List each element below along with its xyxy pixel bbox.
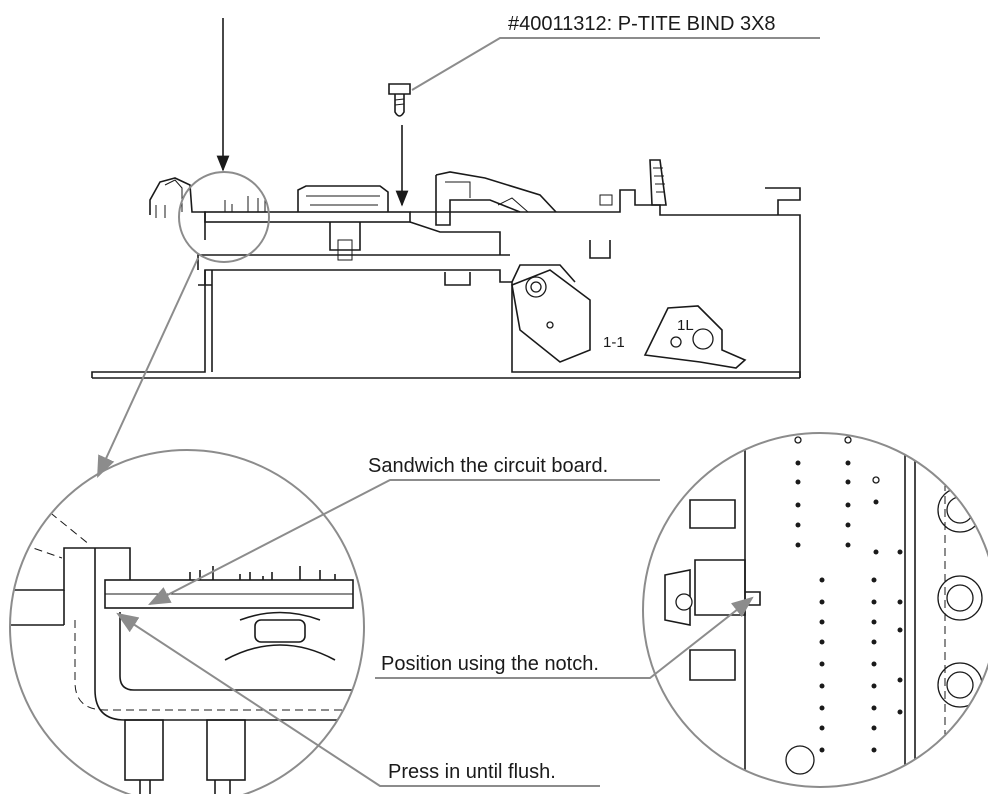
- flush-callout: Press in until flush.: [388, 761, 556, 783]
- lever-mark-1l: 1L: [677, 317, 694, 334]
- screw-callout-leader: [411, 37, 820, 91]
- main-assembly: [91, 159, 801, 379]
- screw-part-callout: #40011312: P-TITE BIND 3X8: [508, 13, 776, 35]
- lever-1l: 1L: [643, 305, 747, 369]
- detail-pointer-line: [97, 257, 199, 478]
- zoom-detail-left: [9, 449, 365, 794]
- notch-callout-leader: [375, 596, 754, 679]
- zoom-detail-right: [642, 432, 988, 788]
- detail-marker-circle: [178, 171, 270, 263]
- pad-grid: [794, 436, 903, 753]
- flush-callout-leader: [116, 612, 600, 787]
- lever-1-1: 1-1: [511, 269, 625, 363]
- screw-icon: [388, 83, 411, 117]
- notch-callout: Position using the notch.: [381, 653, 599, 675]
- lever-mark-1-1: 1-1: [603, 334, 625, 351]
- sandwich-callout: Sandwich the circuit board.: [368, 455, 608, 477]
- sandwich-callout-leader: [148, 479, 660, 606]
